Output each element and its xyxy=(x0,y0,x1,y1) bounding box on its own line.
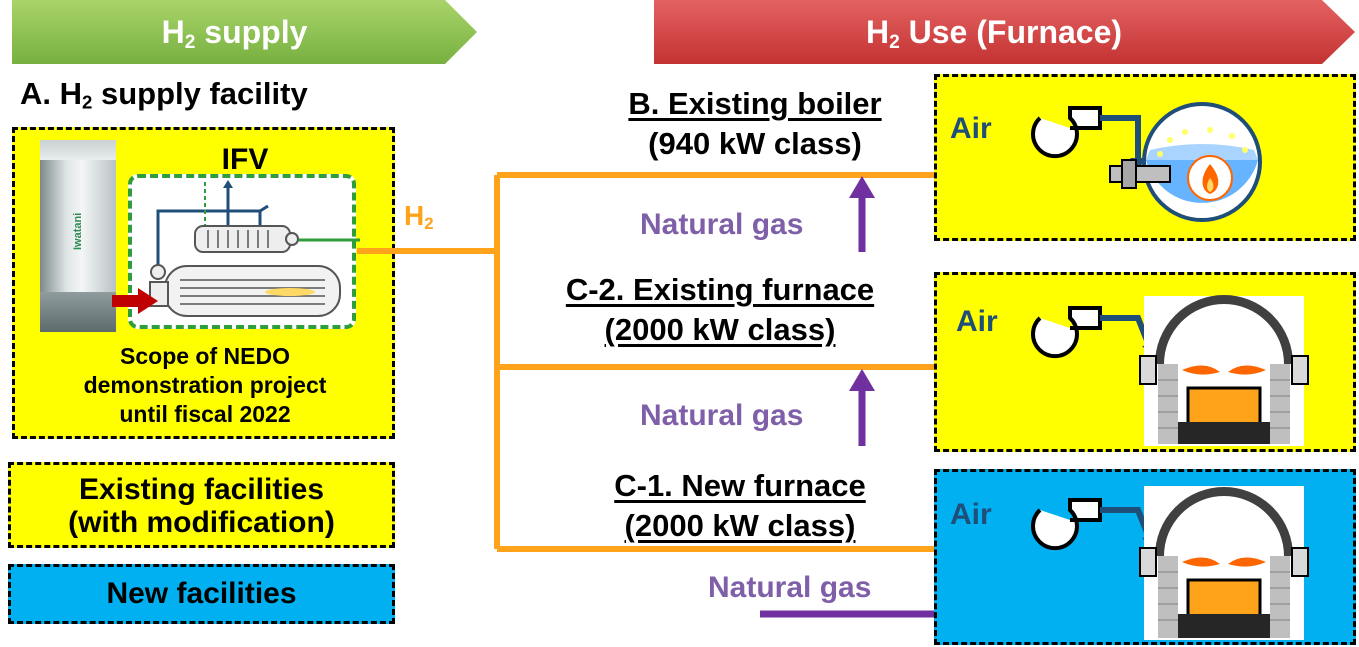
air-label-existing-furnace: Air xyxy=(956,305,998,339)
gas-arrowhead-1 xyxy=(849,176,875,198)
gas-arrowhead-2 xyxy=(849,369,875,391)
natural-gas-label-new-furnace: Natural gas xyxy=(708,571,871,605)
natural-gas-label-existing-furnace: Natural gas xyxy=(640,399,803,433)
air-label-boiler: Air xyxy=(950,112,992,146)
new-furnace-drawing xyxy=(1010,476,1350,644)
legend-existing-facilities: Existing facilities (with modification) xyxy=(8,462,395,548)
existing-furnace-title: C-2. Existing furnace (2000 kW class) xyxy=(500,270,940,350)
new-furnace-title: C-1. New furnace (2000 kW class) xyxy=(520,466,960,546)
boiler-drawing xyxy=(1010,90,1350,240)
air-label-new-furnace: Air xyxy=(950,498,992,532)
existing-furnace-drawing xyxy=(1010,284,1350,450)
legend-new-facilities: New facilities xyxy=(8,564,395,624)
h2-label: H2 xyxy=(404,200,434,234)
natural-gas-label-boiler: Natural gas xyxy=(640,208,803,242)
boiler-title: B. Existing boiler (940 kW class) xyxy=(545,84,965,164)
